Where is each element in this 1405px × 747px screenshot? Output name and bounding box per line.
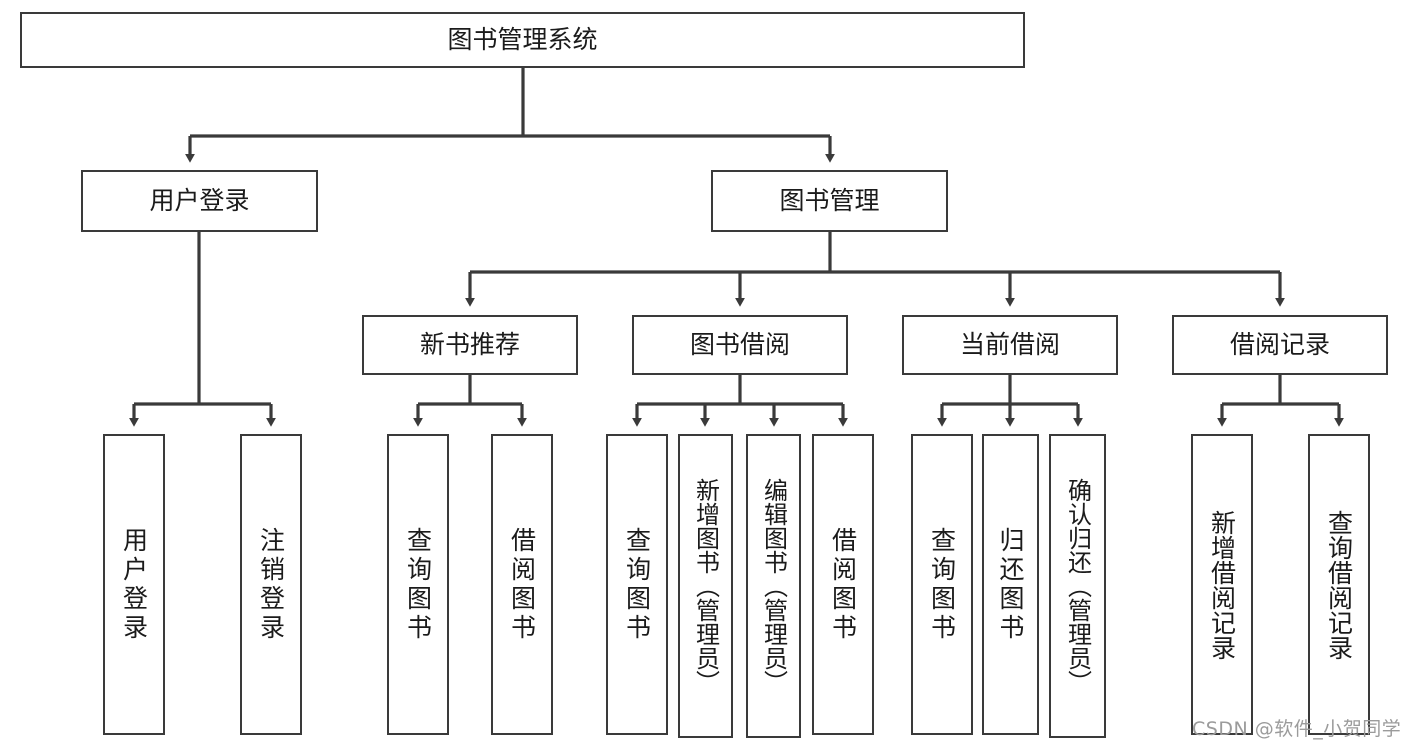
node-label: 图书管理系统 — [447, 25, 598, 55]
leaf-query-book-borrow[interactable]: 查询图书 — [606, 434, 668, 735]
node-label: 查询图书 — [403, 526, 433, 643]
leaf-user-logout[interactable]: 注销登录 — [240, 434, 302, 735]
node-book-management[interactable]: 图书管理 — [711, 170, 948, 232]
leaf-add-borrow-record[interactable]: 新增借阅记录 — [1191, 434, 1253, 735]
node-user-login[interactable]: 用户登录 — [81, 170, 318, 232]
node-label: 确认归还（管理员） — [1063, 478, 1092, 694]
leaf-borrow-book[interactable]: 借阅图书 — [812, 434, 874, 735]
node-label: 新书推荐 — [419, 330, 520, 360]
node-label: 当前借阅 — [959, 330, 1060, 360]
leaf-query-book-recommend[interactable]: 查询图书 — [387, 434, 449, 735]
node-label: 图书管理 — [779, 186, 880, 216]
node-label: 新增图书（管理员） — [691, 478, 720, 694]
node-label: 归还图书 — [996, 526, 1025, 643]
leaf-edit-book-admin[interactable]: 编辑图书（管理员） — [746, 434, 801, 738]
leaf-query-borrow-record[interactable]: 查询借阅记录 — [1308, 434, 1370, 735]
node-label: 借阅图书 — [828, 526, 858, 643]
node-label: 注销登录 — [256, 526, 286, 643]
leaf-add-book-admin[interactable]: 新增图书（管理员） — [678, 434, 733, 738]
watermark: CSDN @软件_小贺同学 — [1192, 718, 1402, 740]
leaf-borrow-book-recommend[interactable]: 借阅图书 — [491, 434, 553, 735]
node-label: 新增借阅记录 — [1207, 509, 1237, 660]
node-book-borrow[interactable]: 图书借阅 — [632, 315, 848, 375]
node-label: 查询图书 — [622, 526, 652, 643]
node-root-system[interactable]: 图书管理系统 — [20, 12, 1025, 68]
leaf-confirm-return-admin[interactable]: 确认归还（管理员） — [1049, 434, 1106, 738]
node-label: 查询借阅记录 — [1324, 509, 1354, 660]
leaf-return-book[interactable]: 归还图书 — [982, 434, 1039, 735]
node-label: 查询图书 — [927, 526, 957, 643]
node-borrow-record[interactable]: 借阅记录 — [1172, 315, 1388, 375]
leaf-user-login[interactable]: 用户登录 — [103, 434, 165, 735]
node-label: 用户登录 — [149, 186, 250, 216]
node-label: 编辑图书（管理员） — [759, 478, 788, 694]
node-label: 借阅图书 — [507, 526, 537, 643]
node-label: 图书借阅 — [689, 330, 790, 360]
node-current-borrow[interactable]: 当前借阅 — [902, 315, 1118, 375]
node-new-book-recommend[interactable]: 新书推荐 — [362, 315, 578, 375]
leaf-query-book-current[interactable]: 查询图书 — [911, 434, 973, 735]
node-label: 借阅记录 — [1229, 330, 1330, 360]
node-label: 用户登录 — [119, 526, 149, 643]
